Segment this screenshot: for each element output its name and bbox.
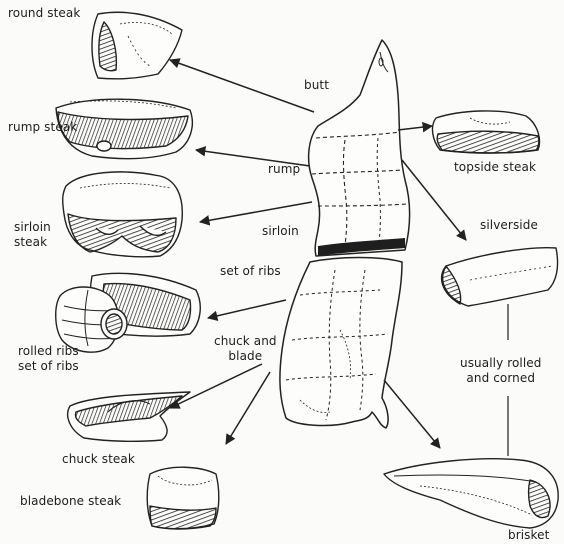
cut-sirloin-steak [63,172,183,257]
label-rolled-ribs: rolled ribs set of ribs [18,344,79,374]
label-rump-steak: rump steak [8,120,77,135]
arrow-bladebone-steak [226,372,270,444]
cut-round-steak [92,12,182,79]
label-butt: butt [304,78,329,93]
label-set-of-ribs: set of ribs [220,264,281,279]
arrow-brisket [384,380,440,448]
label-sirloin: sirloin [262,224,299,239]
label-chuck-and-blade: chuck and blade [214,334,277,364]
cut-silverside [442,248,558,306]
cut-brisket [384,459,558,528]
cut-topside-steak [433,111,540,153]
label-bladebone-steak: bladebone steak [20,494,121,509]
label-rump: rump [268,162,300,177]
label-usually-rolled-and-corned: usually rolled and corned [460,356,541,386]
label-topside-steak: topside steak [454,160,536,175]
label-chuck-steak: chuck steak [62,452,135,467]
arrow-chuck-steak [170,364,262,408]
cut-rolled-ribs [56,273,201,352]
label-silverside: silverside [480,218,538,233]
carcass-hindquarter [309,40,410,256]
cut-bladebone-steak [147,467,219,529]
label-brisket: brisket [508,528,549,543]
cut-chuck-steak [68,392,190,441]
arrow-rolled-ribs [208,300,286,318]
carcass-forequarter [280,258,402,429]
label-round-steak: round steak [8,6,80,21]
arrow-round-steak [170,60,314,112]
arrow-topside-steak [398,126,432,130]
label-sirloin-steak: sirloin steak [14,220,51,250]
arrow-sirloin-steak [200,202,312,222]
